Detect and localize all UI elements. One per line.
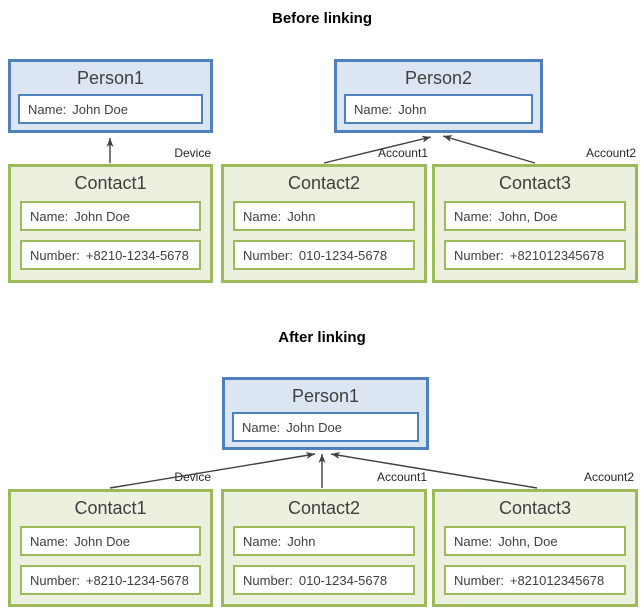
before-person1-name-field: Name: John Doe <box>18 94 203 124</box>
before-account2-link-label: Account2 <box>585 146 636 160</box>
arrow-contact3-to-person2-before <box>442 135 536 164</box>
name-field-label: Name: <box>454 533 493 549</box>
name-field-value: John <box>398 101 427 117</box>
number-field-label: Number: <box>243 247 293 263</box>
number-field-value: +8210-1234-5678 <box>85 572 189 588</box>
after-contact3-title: Contact3 <box>498 498 572 518</box>
before-contact2-title: Contact2 <box>287 173 361 193</box>
after-person1-box: Person1 Name: John Doe <box>222 377 429 450</box>
after-contact2-box: Contact2 Name: John Number: 010-1234-567… <box>221 489 427 607</box>
before-device-link-label: Device <box>174 146 211 160</box>
after-account1-link-label: Account1 <box>376 470 427 484</box>
number-field-value: +821012345678 <box>509 572 605 588</box>
number-field-label: Number: <box>30 572 80 588</box>
name-field-label: Name: <box>30 533 69 549</box>
number-field-label: Number: <box>243 572 293 588</box>
after-section-title: After linking <box>278 329 366 346</box>
number-field-label: Number: <box>454 572 504 588</box>
name-field-label: Name: <box>242 419 281 435</box>
before-contact2-number-field: Number: 010-1234-5678 <box>233 240 415 270</box>
before-account1-link-label: Account1 <box>377 146 428 160</box>
number-field-value: +821012345678 <box>509 247 605 263</box>
name-field-value: John Doe <box>72 101 128 117</box>
before-person2-box: Person2 Name: John <box>334 59 543 133</box>
after-contact3-name-field: Name: John, Doe <box>444 526 626 556</box>
before-contact1-box: Contact1 Name: John Doe Number: +8210-12… <box>8 164 213 283</box>
before-person2-name-field: Name: John <box>344 94 533 124</box>
before-contact1-title: Contact1 <box>74 173 147 193</box>
name-field-value: John Doe <box>286 419 342 435</box>
before-person1-box: Person1 Name: John Doe <box>8 59 213 133</box>
name-field-label: Name: <box>243 533 282 549</box>
name-field-label: Name: <box>243 208 282 224</box>
number-field-value: 010-1234-5678 <box>298 247 388 263</box>
before-contact3-title: Contact3 <box>498 173 572 193</box>
name-field-value: John <box>287 208 316 224</box>
before-person1-title: Person1 <box>76 68 145 88</box>
before-contact3-box: Contact3 Name: John, Doe Number: +821012… <box>432 164 638 283</box>
after-contact1-box: Contact1 Name: John Doe Number: +8210-12… <box>8 489 213 607</box>
name-field-value: John <box>287 533 316 549</box>
after-contact1-title: Contact1 <box>74 498 147 518</box>
after-account2-link-label: Account2 <box>583 470 634 484</box>
after-contact2-name-field: Name: John <box>233 526 415 556</box>
after-person1-title: Person1 <box>291 386 360 406</box>
before-contact3-number-field: Number: +821012345678 <box>444 240 626 270</box>
after-device-link-label: Device <box>174 470 211 484</box>
number-field-value: 010-1234-5678 <box>298 572 388 588</box>
name-field-label: Name: <box>30 208 69 224</box>
number-field-value: +8210-1234-5678 <box>85 247 189 263</box>
name-field-label: Name: <box>354 101 393 117</box>
before-contact3-name-field: Name: John, Doe <box>444 201 626 231</box>
after-contact3-box: Contact3 Name: John, Doe Number: +821012… <box>432 489 638 607</box>
name-field-value: John, Doe <box>498 533 558 549</box>
after-person1-name-field: Name: John Doe <box>232 412 419 442</box>
name-field-label: Name: <box>28 101 67 117</box>
name-field-value: John Doe <box>74 533 130 549</box>
before-person2-title: Person2 <box>404 68 473 88</box>
after-contact2-title: Contact2 <box>287 498 361 518</box>
after-contact1-name-field: Name: John Doe <box>20 526 201 556</box>
after-contact3-number-field: Number: +821012345678 <box>444 565 626 595</box>
before-contact2-name-field: Name: John <box>233 201 415 231</box>
after-contact1-number-field: Number: +8210-1234-5678 <box>20 565 201 595</box>
before-contact2-box: Contact2 Name: John Number: 010-1234-567… <box>221 164 427 283</box>
name-field-label: Name: <box>454 208 493 224</box>
number-field-label: Number: <box>454 247 504 263</box>
before-section-title: Before linking <box>271 10 372 27</box>
before-contact1-number-field: Number: +8210-1234-5678 <box>20 240 201 270</box>
name-field-value: John, Doe <box>498 208 558 224</box>
name-field-value: John Doe <box>74 208 130 224</box>
after-contact2-number-field: Number: 010-1234-5678 <box>233 565 415 595</box>
before-contact1-name-field: Name: John Doe <box>20 201 201 231</box>
number-field-label: Number: <box>30 247 80 263</box>
